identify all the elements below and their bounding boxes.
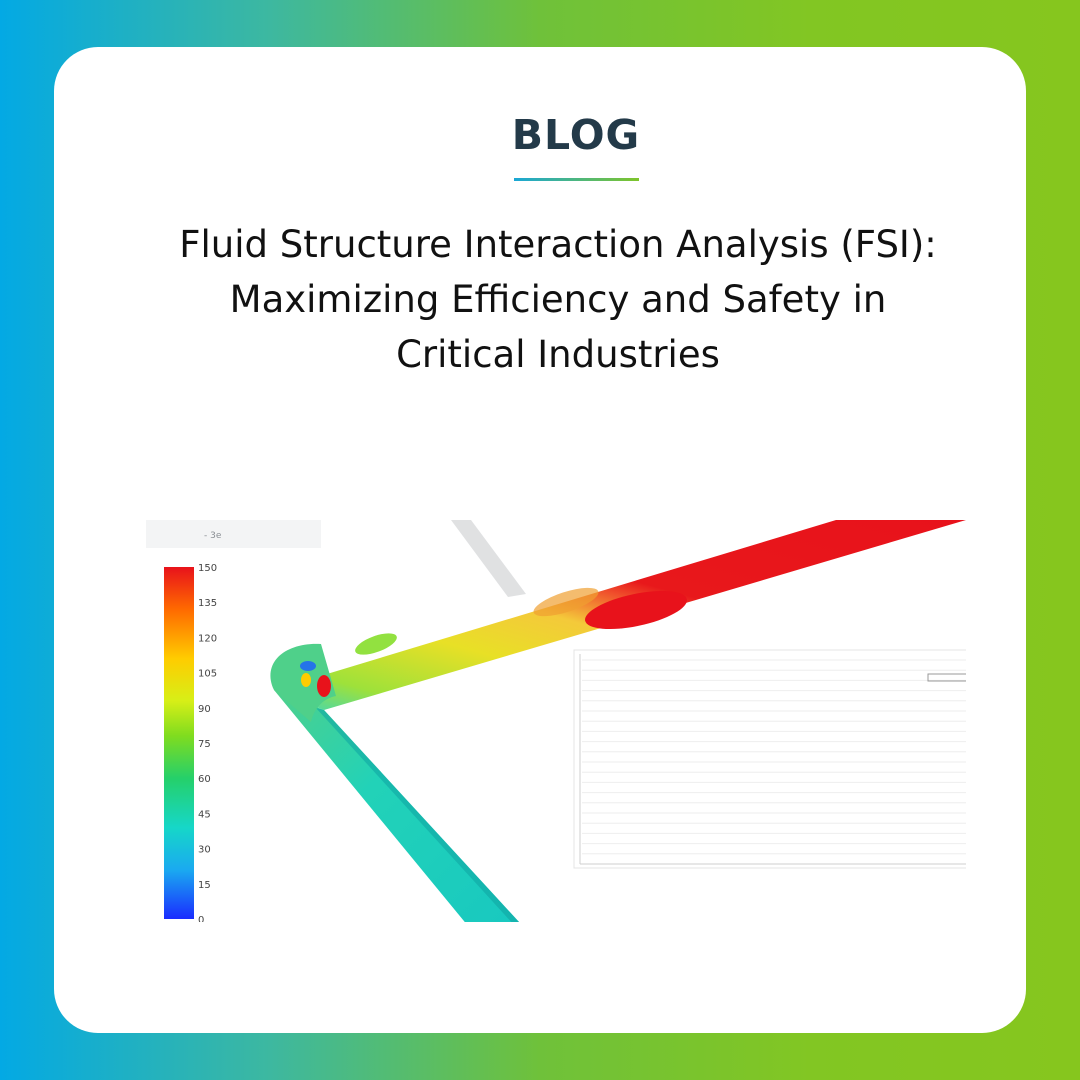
colorbar-tick-label: 60 xyxy=(198,774,211,785)
lower-pipe-shade xyxy=(316,708,520,922)
colorbar-tick-label: 0 xyxy=(198,915,204,922)
elbow-blue-spot xyxy=(300,661,316,671)
page-title: Fluid Structure Interaction Analysis (FS… xyxy=(94,217,1022,382)
title-line-2: Maximizing Efficiency and Safety in xyxy=(229,278,887,321)
elbow-red-spot xyxy=(317,675,331,697)
lower-pipe xyxy=(274,690,520,922)
title-line-1: Fluid Structure Interaction Analysis (FS… xyxy=(179,223,937,266)
support-strut xyxy=(451,520,526,597)
colorbar-tick-label: 45 xyxy=(198,809,211,820)
legend-header-label: - 3e xyxy=(204,531,222,541)
inset-plot-legend-box xyxy=(927,673,966,682)
hotspot-3 xyxy=(355,633,397,655)
title-line-3: Critical Industries xyxy=(396,333,720,376)
hotspot-2 xyxy=(533,587,599,617)
colorbar-tick-label: 75 xyxy=(198,739,211,750)
colorbar-tick-label: 150 xyxy=(198,563,217,574)
blog-card: BLOG Fluid Structure Interaction Analysi… xyxy=(54,47,1026,1033)
colorbar-tick-label: 105 xyxy=(198,669,217,680)
colorbar-tick-label: 135 xyxy=(198,598,217,609)
inset-plot-gridlines xyxy=(582,659,966,855)
colorbar-tick-label: 120 xyxy=(198,633,217,644)
blog-label: BLOG xyxy=(511,111,641,159)
elbow-yellow-spot xyxy=(301,673,311,687)
colorbar-tick-label: 15 xyxy=(198,880,211,891)
inset-plot xyxy=(573,649,966,869)
hotspot-1 xyxy=(585,590,687,630)
colorbar-tick-label: 30 xyxy=(198,845,211,856)
colorbar xyxy=(164,567,194,919)
colorbar-tick-label: 90 xyxy=(198,704,211,715)
title-divider xyxy=(514,178,639,181)
legend-header-box xyxy=(146,520,321,548)
